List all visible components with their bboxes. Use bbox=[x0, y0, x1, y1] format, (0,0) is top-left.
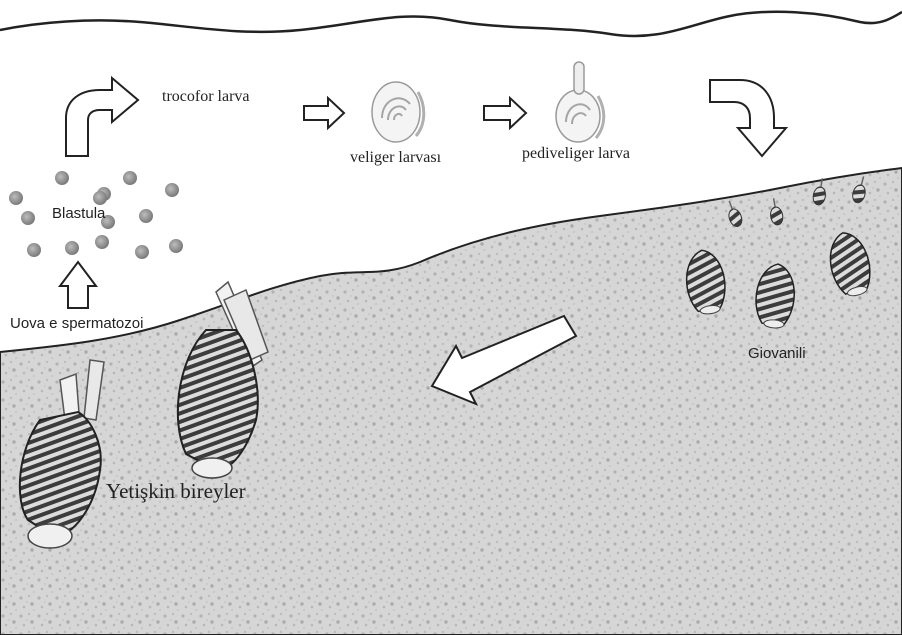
cell-dot-icon bbox=[65, 241, 79, 255]
juveniles-label: Giovanili bbox=[748, 346, 806, 361]
up-arrow-icon bbox=[60, 262, 96, 308]
larva-icon bbox=[556, 62, 604, 142]
water-surface-line bbox=[0, 12, 902, 36]
veliger-label: veliger larvası bbox=[350, 150, 441, 166]
sea-floor bbox=[0, 168, 902, 635]
curved-up-arrow-icon bbox=[66, 78, 138, 156]
gametes-label: Uova e spermatozoi bbox=[10, 316, 143, 331]
cell-dot-icon bbox=[9, 191, 23, 205]
cell-dot-icon bbox=[95, 235, 109, 249]
cell-dot-icon bbox=[135, 245, 149, 259]
pediveliger-label: pediveliger larva bbox=[522, 146, 630, 162]
right-arrow-icon bbox=[304, 98, 344, 128]
cell-dot-icon bbox=[169, 239, 183, 253]
cell-dot-icon bbox=[21, 211, 35, 225]
larva-icon bbox=[372, 82, 424, 142]
curved-down-arrow-icon bbox=[710, 80, 786, 156]
cell-dot-icon bbox=[123, 171, 137, 185]
cell-dot-icon bbox=[55, 171, 69, 185]
right-arrow-icon bbox=[484, 98, 526, 128]
adults-label: Yetişkin bireyler bbox=[106, 481, 246, 502]
cell-dot-icon bbox=[139, 209, 153, 223]
cell-dot-icon bbox=[93, 191, 107, 205]
cell-dot-icon bbox=[165, 183, 179, 197]
cell-dot-icon bbox=[27, 243, 41, 257]
trochophore-label: trocofor larva bbox=[162, 89, 250, 105]
blastula-label: Blastula bbox=[52, 206, 105, 221]
